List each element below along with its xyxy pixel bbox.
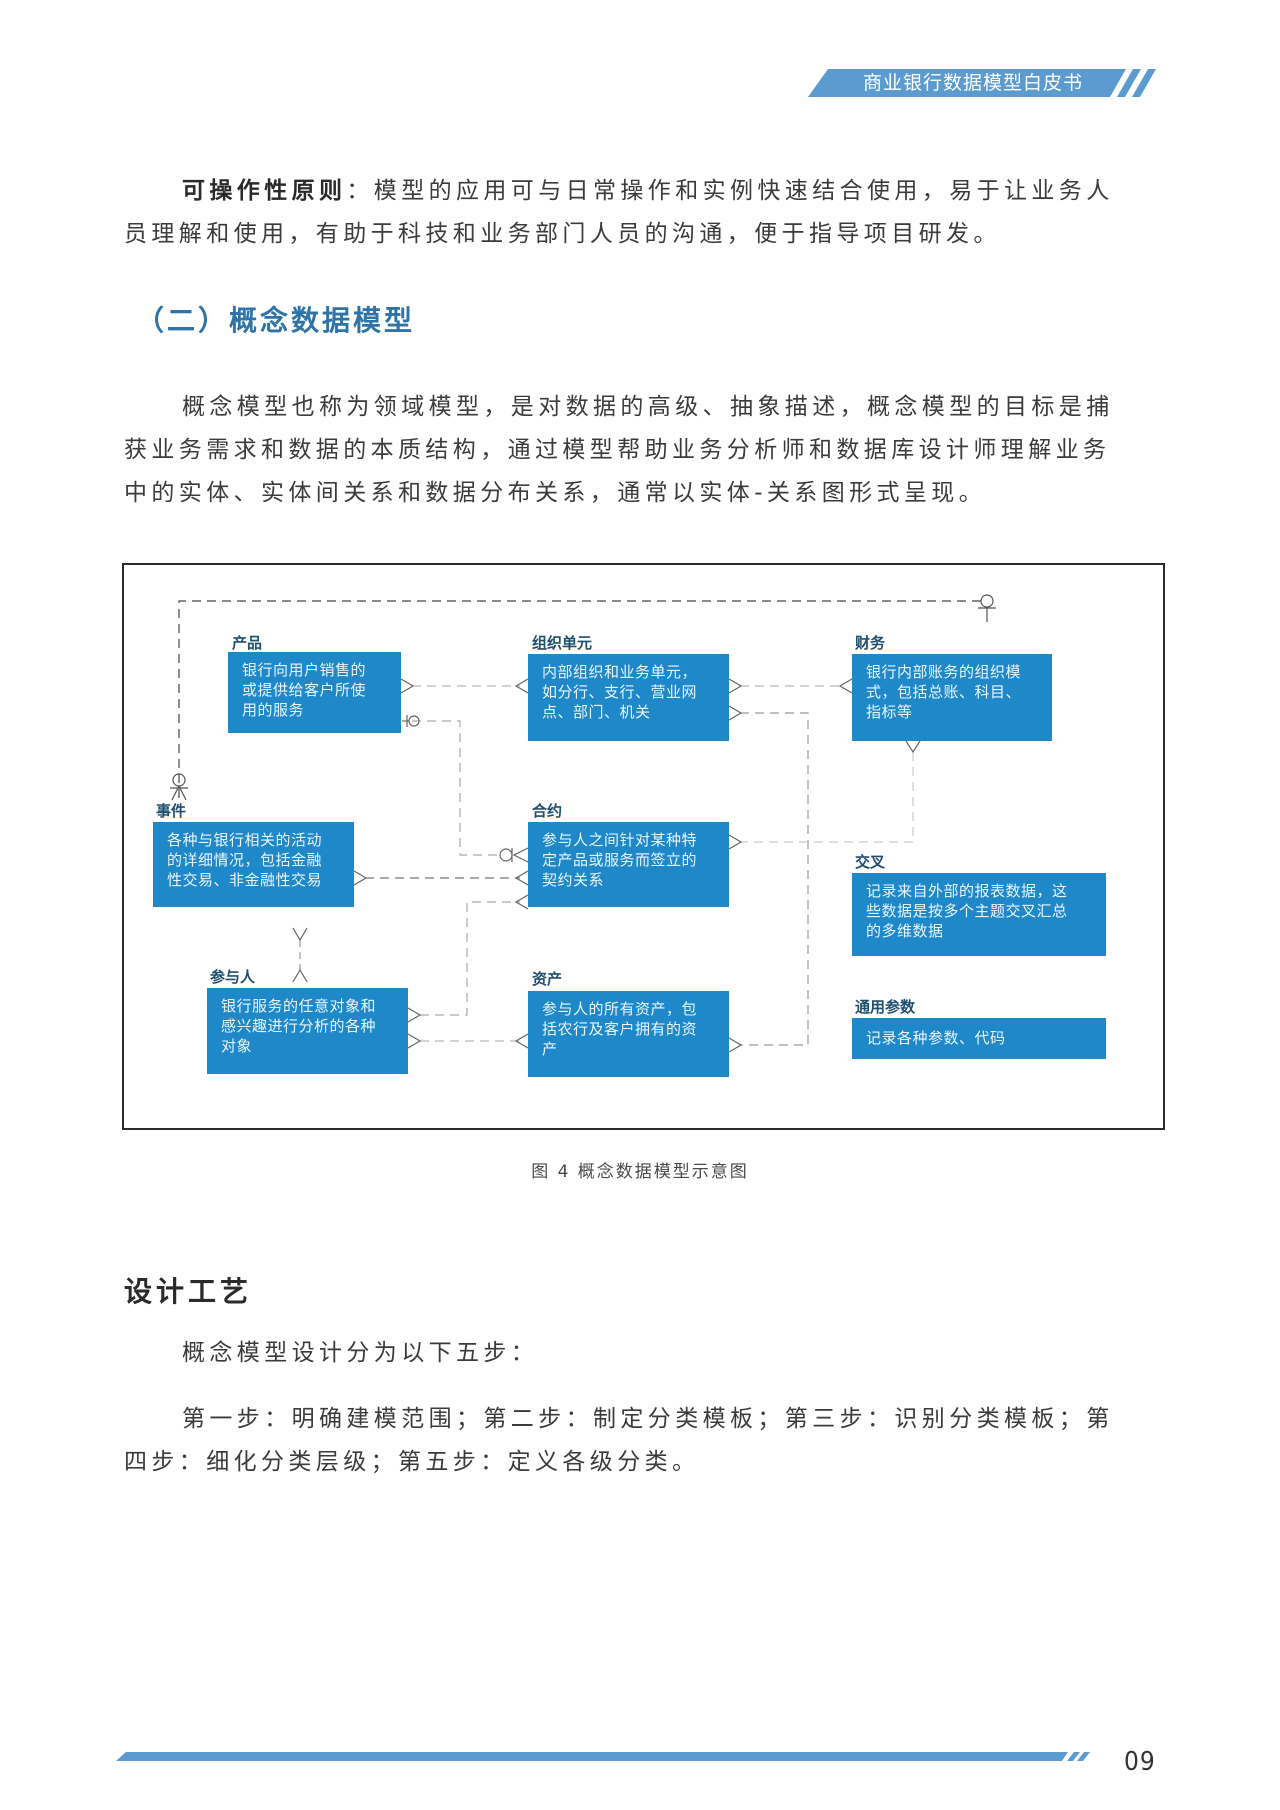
operability-paragraph: 可操作性原则：模型的应用可与日常操作和实例快速结合使用，易于让业务人 员理解和使… [124, 170, 1168, 256]
entity-box-params: 记录各种参数、代码 [852, 1018, 1106, 1059]
header-banner: 商业银行数据模型白皮书 [808, 69, 1156, 97]
entity-box-event: 各种与银行相关的活动 的详细情况，包括金融 性交易、非金融性交易 [153, 822, 354, 907]
intro-line-1: 概念模型也称为领域模型，是对数据的高级、抽象描述，概念模型的目标是捕 [182, 394, 1114, 420]
operability-line-1: 可操作性原则：模型的应用可与日常操作和实例快速结合使用，易于让业务人 [182, 178, 1114, 204]
steps-line-1: 第一步：明确建模范围；第二步：制定分类模板；第三步：识别分类模板；第 [182, 1406, 1114, 1432]
steps-line-2: 四步：细化分类层级；第五步：定义各级分类。 [124, 1449, 700, 1475]
operability-line-2: 员理解和使用，有助于科技和业务部门人员的沟通，便于指导项目研发。 [124, 221, 1001, 247]
entity-box-contract: 参与人之间针对某种特 定产品或服务而签立的 契约关系 [528, 822, 729, 907]
footer-bar [116, 1752, 1090, 1761]
page-number: 09 [1124, 1747, 1156, 1777]
entity-box-cross: 记录来自外部的报表数据，这 些数据是按多个主题交叉汇总 的多维数据 [852, 873, 1106, 956]
design-steps: 第一步：明确建模范围；第二步：制定分类模板；第三步：识别分类模板；第 四步：细化… [124, 1398, 1168, 1484]
design-intro: 概念模型设计分为以下五步： [182, 1340, 539, 1366]
entity-label-party: 参与人 [210, 968, 256, 986]
entity-box-party: 银行服务的任意对象和 感兴趣进行分析的各种 对象 [207, 988, 408, 1074]
figure-caption: 图 4 概念数据模型示意图 [531, 1162, 749, 1182]
entity-box-org-unit: 内部组织和业务单元， 如分行、支行、营业网 点、部门、机关 [528, 654, 729, 741]
entity-label-cross: 交叉 [855, 853, 886, 871]
operability-term: 可操作性原则 [182, 178, 347, 204]
banner-shape [808, 69, 1156, 97]
intro-line-2: 获业务需求和数据的本质结构，通过模型帮助业务分析师和数据库设计师理解业务 [124, 437, 1111, 463]
entity-box-finance: 银行内部账务的组织模 式，包括总账、科目、 指标等 [852, 654, 1052, 741]
entity-label-finance: 财务 [855, 634, 886, 652]
er-diagram-frame [122, 563, 1165, 1130]
document-title: 商业银行数据模型白皮书 [862, 72, 1083, 94]
entity-box-asset: 参与人的所有资产，包 括农行及客户拥有的资 产 [528, 991, 729, 1077]
entity-box-product: 银行向用户销售的 或提供给客户所使 用的服务 [228, 652, 401, 733]
entity-label-contract: 合约 [532, 802, 563, 820]
intro-paragraph: 概念模型也称为领域模型，是对数据的高级、抽象描述，概念模型的目标是捕 获业务需求… [124, 386, 1168, 515]
entity-label-params: 通用参数 [855, 998, 916, 1016]
intro-line-3: 中的实体、实体间关系和数据分布关系，通常以实体-关系图形式呈现。 [124, 480, 987, 506]
design-heading: 设计工艺 [124, 1275, 253, 1308]
entity-label-org-unit: 组织单元 [532, 634, 593, 652]
entity-label-asset: 资产 [532, 970, 563, 988]
section-heading: （二）概念数据模型 [136, 304, 416, 337]
entity-label-product: 产品 [232, 634, 263, 652]
entity-label-event: 事件 [156, 802, 187, 820]
